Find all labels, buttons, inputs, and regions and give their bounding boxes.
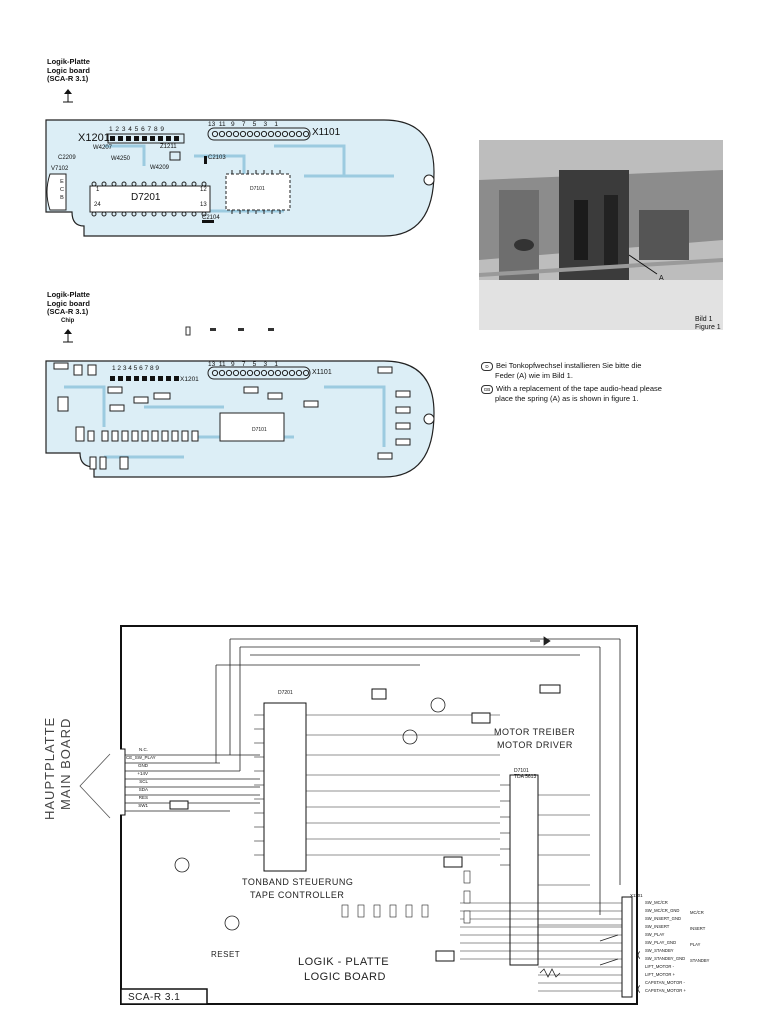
- top-v7102-transistor: [46, 173, 67, 211]
- english-flag-icon: GB: [481, 384, 493, 394]
- schematic-transistors: [174, 697, 446, 931]
- bottom-board-label-model: (SCA-R 3.1): [47, 307, 89, 316]
- bottom-x1101-connector: [207, 366, 311, 380]
- top-d7201-pin24: 24: [94, 202, 101, 208]
- photo-marker-a: A: [659, 275, 664, 282]
- motor-driver-title-en: MOTOR DRIVER: [497, 740, 573, 750]
- top-board-label-de: Logik-Platte: [47, 57, 90, 66]
- top-x1201-connector: [107, 133, 185, 144]
- top-d7201-ic: [89, 181, 211, 217]
- tape-controller-title-en: TAPE CONTROLLER: [250, 890, 345, 900]
- schematic-main-board-en: MAIN BOARD: [58, 717, 73, 810]
- bottom-board-label-en: Logic board: [47, 298, 90, 308]
- logic-board-title-de: LOGIK - PLATTE: [298, 956, 390, 968]
- motor-driver-title-de: MOTOR TREIBER: [494, 727, 576, 737]
- top-d7201-pin12: 12: [200, 187, 207, 193]
- bottom-board-caption: Logik-Platte Logic board (SCA-R 3.1) Chi…: [47, 290, 90, 325]
- logic-board-schematic: [120, 625, 640, 1005]
- top-v7102-label: V7102: [51, 166, 69, 172]
- schematic-motor-symbols: [637, 951, 640, 993]
- photo-caption-de: Bild 1: [695, 316, 713, 323]
- top-w4250-label: W4250: [111, 156, 131, 162]
- schematic-x1101-label: X1101: [630, 893, 643, 898]
- top-d7101-ic: [225, 170, 291, 214]
- note-english-line1: With a replacement of the tape audio-hea…: [496, 384, 662, 393]
- logic-board-title-en: LOGIC BOARD: [304, 971, 386, 983]
- schematic-d7101-ic: [500, 774, 625, 966]
- tape-mechanism-image: [479, 140, 723, 330]
- top-x1101-connector: [207, 127, 311, 141]
- top-board-label-model: (SCA-R 3.1): [47, 74, 89, 83]
- bottom-board-label-chip: Chip: [61, 317, 75, 324]
- top-z1211: [169, 151, 181, 161]
- bottom-smd-components: [53, 362, 411, 470]
- bottom-x1101-pins: 13 11 9 7 5 3 1: [208, 361, 278, 368]
- photo-caption: Bild 1 Figure 1: [695, 316, 721, 332]
- top-d7201-label: D7201: [131, 192, 161, 203]
- bottom-x1201-pins: 1 2 3 4 5 6 7 8 9: [112, 365, 159, 372]
- bottom-board-arrow: [63, 329, 73, 343]
- top-x1201-pins: 1 2 3 4 5 6 7 8 9: [109, 126, 165, 133]
- top-c2104-label: C2104: [202, 215, 220, 221]
- note-english-line2: place the spring (A) as is shown in figu…: [495, 393, 639, 403]
- top-x1101-label: X1101: [312, 127, 341, 138]
- top-c2103-label: C2103: [208, 155, 226, 161]
- top-board-caption: Logik-Platte Logic board (SCA-R 3.1): [47, 57, 90, 84]
- bottom-d7101-ic: [219, 412, 285, 442]
- top-d7201-pin1: 1: [96, 187, 100, 193]
- top-c2104-pad: [202, 220, 214, 223]
- schematic-misc-marks: [530, 636, 619, 978]
- top-x1201-label: X1201: [78, 132, 110, 144]
- schematic-left-connector: [120, 748, 260, 816]
- note-german-line2: Feder (A) wie im Bild 1.: [495, 370, 573, 380]
- schematic-main-board-de: HAUPTPLATTE: [42, 716, 57, 820]
- bottom-legend-symbols: [185, 326, 274, 336]
- reset-label: RESET: [211, 950, 241, 959]
- top-w4207-label: W4207: [93, 145, 113, 151]
- top-x1101-pins: 13 11 9 7 5 3 1: [208, 121, 278, 128]
- bottom-board-label-de: Logik-Platte: [47, 290, 90, 299]
- top-logic-board: [45, 119, 435, 237]
- schematic-resistor-bank: [341, 870, 471, 924]
- schematic-right-connector: [460, 896, 633, 998]
- note-german-line1: Bei Tonkopfwechsel installieren Sie bitt…: [496, 361, 642, 370]
- schematic-d7201-label: D7201: [278, 690, 293, 696]
- top-c2103-pad: [204, 156, 207, 164]
- bottom-x1201-label: X1201: [180, 376, 199, 383]
- schematic-d7201-ic: [254, 702, 500, 872]
- tape-mechanism-photo: [479, 140, 723, 330]
- schematic-corner-label: SCA-R 3.1: [128, 992, 181, 1003]
- top-c2209-label: C2209: [58, 155, 76, 161]
- top-board-arrow: [63, 89, 73, 103]
- top-z1211-label: Z1211: [160, 144, 177, 150]
- top-w4209-label: W4209: [150, 165, 170, 171]
- bottom-logic-board: [45, 360, 435, 478]
- photo-caption-en: Figure 1: [695, 324, 721, 331]
- bottom-x1201-connector: [110, 376, 179, 381]
- bottom-x1101-label: X1101: [312, 369, 332, 376]
- schematic-bracket-icon: [79, 753, 111, 819]
- german-flag-icon: D: [481, 361, 493, 371]
- top-board-label-en: Logic board: [47, 65, 90, 75]
- top-d7101-label: D7101: [250, 186, 265, 192]
- bottom-d7101-label: D7101: [252, 427, 267, 433]
- tape-controller-title-de: TONBAND STEUERUNG: [242, 877, 354, 887]
- schematic-small-boxes: [169, 684, 561, 962]
- top-d7201-pin13: 13: [200, 202, 207, 208]
